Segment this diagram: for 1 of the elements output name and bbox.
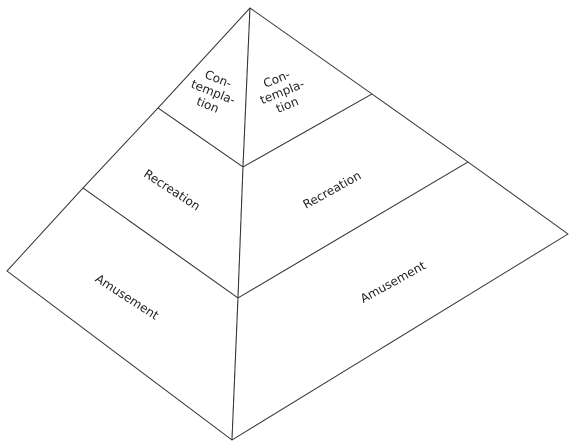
level-label: Con- templa- tion (257, 66, 308, 118)
